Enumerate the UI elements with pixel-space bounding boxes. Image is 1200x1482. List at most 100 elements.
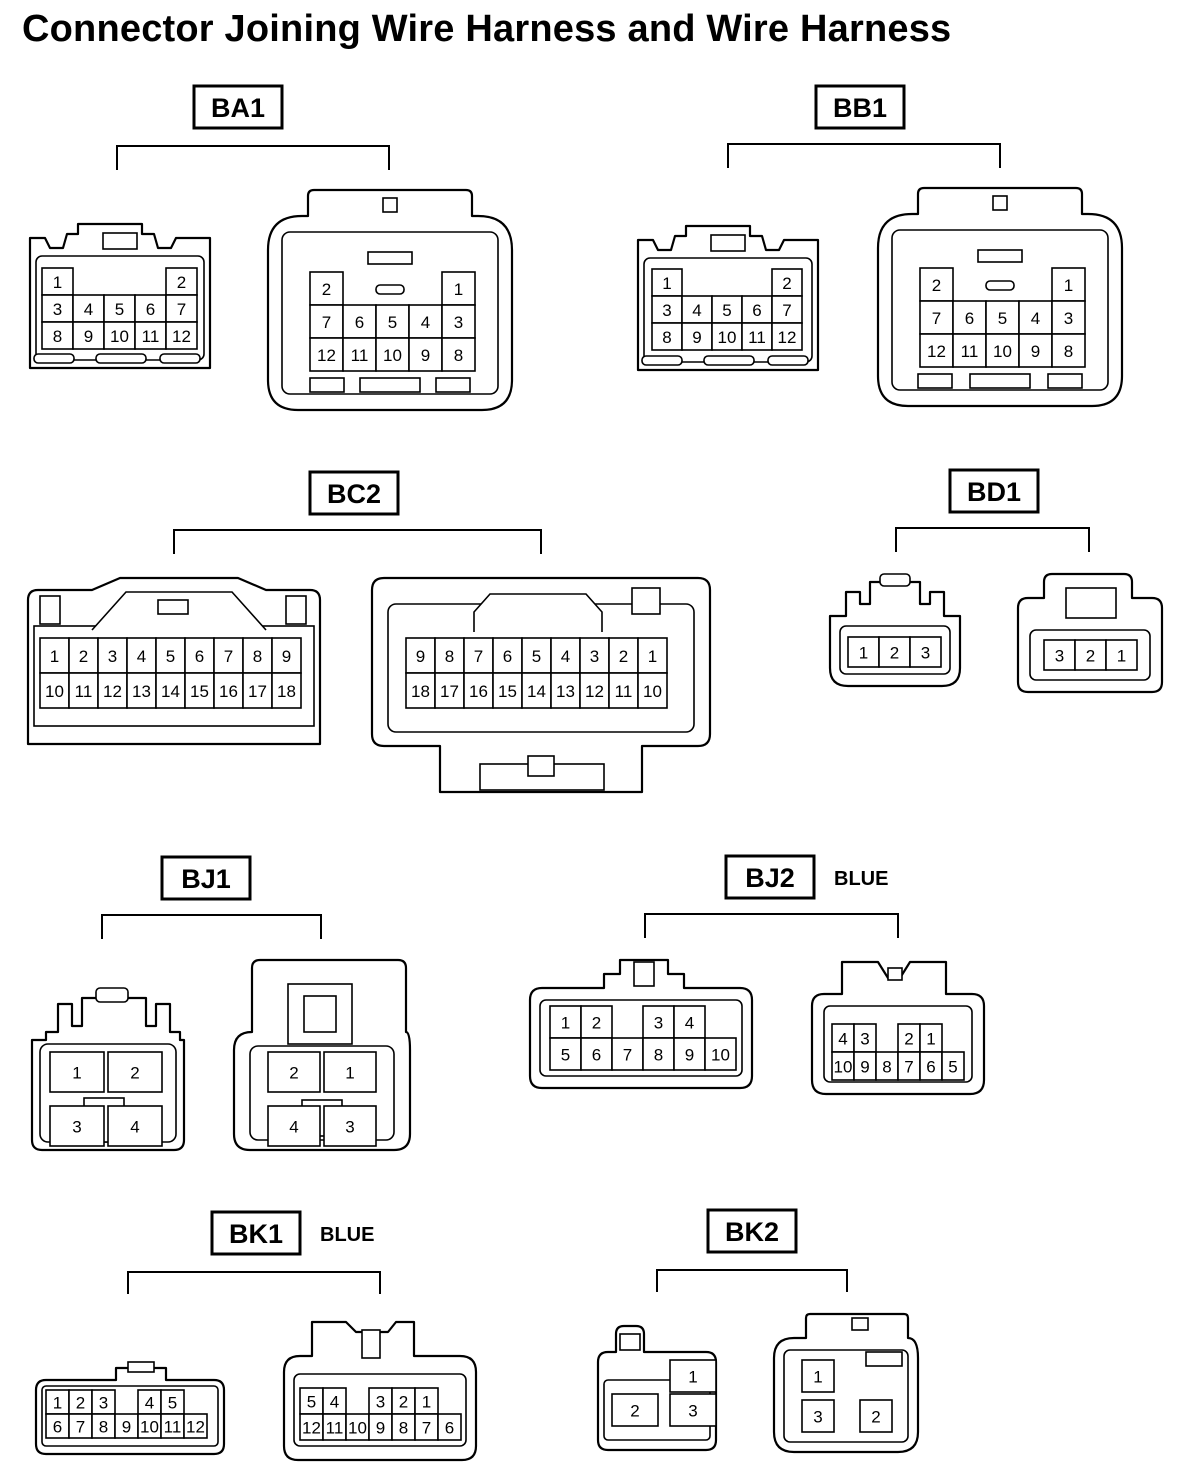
pin-cavity (183, 1413, 208, 1439)
pin-cavity (642, 1037, 675, 1071)
pin-number: 7 (322, 313, 331, 332)
pin-number: 8 (99, 1418, 108, 1437)
bracket (116, 145, 390, 170)
pin-cavity (41, 267, 74, 296)
housing-inner-wall (539, 999, 743, 1077)
bracket (173, 529, 542, 554)
pin-cavity (711, 322, 743, 351)
pin-number: 12 (103, 682, 122, 701)
guide-slot (375, 284, 405, 295)
pin-number: 6 (926, 1058, 935, 1077)
pin-cavity (97, 637, 128, 674)
pin-number: 1 (859, 644, 868, 663)
guide-post (631, 587, 661, 615)
pin-number: 1 (1064, 276, 1073, 295)
pin-cavity (309, 337, 344, 372)
pin-number: 11 (75, 682, 93, 701)
lock-tab (1065, 587, 1117, 619)
pin-number: 6 (752, 301, 761, 320)
pin-cavity (521, 672, 552, 709)
pin-cavity (49, 1105, 105, 1147)
lock-tab (127, 1361, 155, 1373)
bracket (644, 913, 899, 938)
pin-cavity (463, 672, 494, 709)
pin-number: 4 (289, 1118, 298, 1137)
pin-number: 1 (50, 647, 59, 666)
pin-cavity (267, 1105, 321, 1147)
pin-cavity (165, 321, 198, 350)
pin-number: 16 (469, 682, 488, 701)
pin-number: 12 (186, 1418, 205, 1437)
key-rib (309, 377, 345, 393)
pin-number: 7 (932, 309, 941, 328)
housing-inner-wall (1029, 629, 1151, 681)
pin-number: 13 (132, 682, 151, 701)
pin-cavity (107, 1105, 163, 1147)
housing-inner-wall (281, 231, 499, 395)
pin-cavity (669, 1393, 717, 1427)
key-rib (359, 377, 421, 393)
pin-cavity (271, 637, 302, 674)
pin-cavity (771, 295, 803, 324)
lock-tab (619, 1333, 641, 1351)
pin-cavity (97, 672, 128, 709)
pin-number: 6 (53, 1418, 62, 1437)
pin-number: 2 (130, 1064, 139, 1083)
pin-number: 2 (904, 1030, 913, 1049)
connector-code-label: BK2 (725, 1217, 779, 1247)
connector-code-label: BJ2 (745, 863, 795, 893)
key-rib (1047, 373, 1083, 389)
lock-tab (95, 987, 129, 1003)
key-rib (641, 355, 683, 366)
pin-number: 6 (965, 309, 974, 328)
pin-number: 5 (998, 309, 1007, 328)
housing-inner-wall (823, 1005, 973, 1083)
key-rib (969, 373, 1031, 389)
pin-number: 6 (355, 313, 364, 332)
pin-number: 10 (993, 342, 1012, 361)
pin-number: 1 (53, 273, 62, 292)
pin-number: 11 (615, 682, 633, 701)
pin-number: 4 (137, 647, 146, 666)
pin-cavity (608, 672, 639, 709)
pin-number: 10 (45, 682, 64, 701)
lock-tab (633, 961, 655, 987)
pin-cavity (405, 672, 436, 709)
pin-number: 1 (454, 280, 463, 299)
pin-cavity (68, 637, 99, 674)
pin-number: 6 (592, 1046, 601, 1065)
pin-number: 5 (168, 1394, 177, 1413)
pin-number: 12 (172, 327, 191, 346)
lock-slot (977, 249, 1023, 263)
lock-slot (303, 995, 337, 1033)
key-rib (95, 353, 147, 364)
pin-cavity (704, 1037, 737, 1071)
pin-number: 11 (961, 342, 979, 361)
connector-code-box (160, 855, 252, 901)
pin-number: 10 (711, 1046, 730, 1065)
housing-inner-wall (891, 229, 1109, 391)
pin-number: 9 (122, 1418, 131, 1437)
lock-tab (879, 573, 911, 587)
pin-number: 2 (592, 1014, 601, 1033)
pin-cavity (1051, 267, 1086, 302)
pin-number: 10 (348, 1419, 367, 1438)
pin-number: 3 (376, 1393, 385, 1412)
lock-tab (851, 1317, 869, 1331)
pin-number: 8 (53, 327, 62, 346)
pin-cavity (681, 295, 713, 324)
bracket (101, 914, 322, 939)
guide-slot (985, 280, 1015, 291)
pin-number: 12 (778, 328, 797, 347)
pin-cavity (673, 1037, 706, 1071)
pin-cavity (741, 295, 773, 324)
pin-cavity (801, 1359, 835, 1393)
connector-code-label: BK1 (229, 1219, 283, 1249)
